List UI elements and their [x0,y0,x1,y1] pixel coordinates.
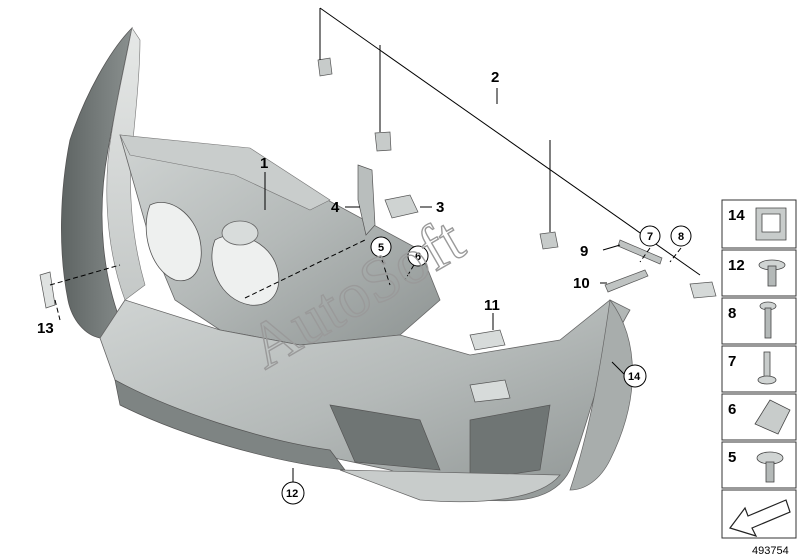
callout-5: 5 [378,242,384,254]
callout-4: 4 [331,199,340,216]
front-bumper-illustration [39,26,717,503]
callout-6: 6 [415,251,421,263]
svg-text:8: 8 [728,305,736,322]
callout-8: 8 [678,231,684,243]
callout-1: 1 [260,155,268,172]
callout-3: 3 [436,199,444,216]
legend-row-8 [721,297,797,345]
callout-10: 10 [573,275,590,292]
legend-row-7 [721,345,797,393]
svg-text:5: 5 [728,449,736,466]
rivet-icon [757,351,777,385]
clip-nut-icon [755,207,787,241]
fastener-legend: 14 12 8 7 6 5 [721,199,797,539]
spring-clip-icon [754,399,791,435]
callout-14: 14 [628,371,641,383]
callout-12: 12 [286,488,298,500]
direction-arrow-icon [729,499,791,537]
collar-screw-icon [756,451,784,483]
screw-icon [759,301,777,339]
callout-13: 13 [37,320,54,337]
callout-11: 11 [484,297,500,314]
svg-text:7: 7 [728,353,736,370]
callout-2: 2 [491,69,499,86]
callout-labels: 1 2 3 4 5 6 7 8 9 10 11 12 13 14 [37,69,692,505]
expanding-rivet-icon [758,259,786,287]
diagram-reference-number: 493754 [752,545,789,557]
legend-row-5 [721,441,797,489]
svg-text:14: 14 [728,207,745,224]
callout-9: 9 [580,243,588,260]
callout-7: 7 [647,231,653,243]
svg-text:6: 6 [728,401,736,418]
legend-row-12 [721,249,797,297]
svg-text:12: 12 [728,257,745,274]
leader-lines [49,7,701,482]
